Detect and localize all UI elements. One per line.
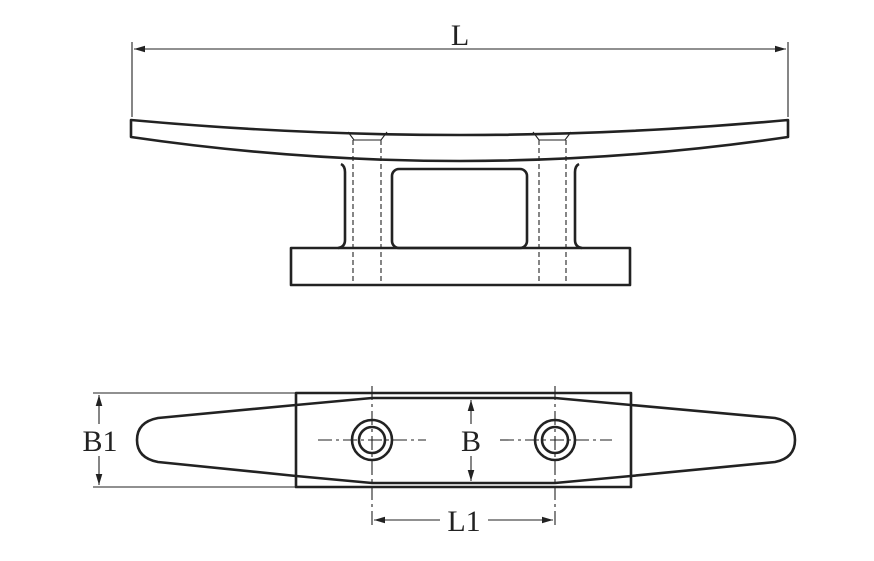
- horn-outline: [129, 118, 790, 163]
- mounting-hole-inner: [357, 425, 387, 455]
- fillet: [347, 131, 388, 141]
- post-window: [390, 167, 529, 250]
- label-l1: L1: [447, 505, 480, 538]
- top-view: B B1 L1: [82, 386, 797, 538]
- label-b: B: [461, 425, 481, 458]
- horn-outline-top: [135, 396, 797, 485]
- label-b1: B1: [82, 425, 117, 458]
- right-post-edge: [573, 162, 583, 250]
- left-post-edge: [337, 162, 347, 250]
- label-l: L: [451, 19, 469, 52]
- side-view: L: [129, 19, 790, 287]
- fillet: [532, 131, 572, 141]
- base-plate: [289, 246, 632, 287]
